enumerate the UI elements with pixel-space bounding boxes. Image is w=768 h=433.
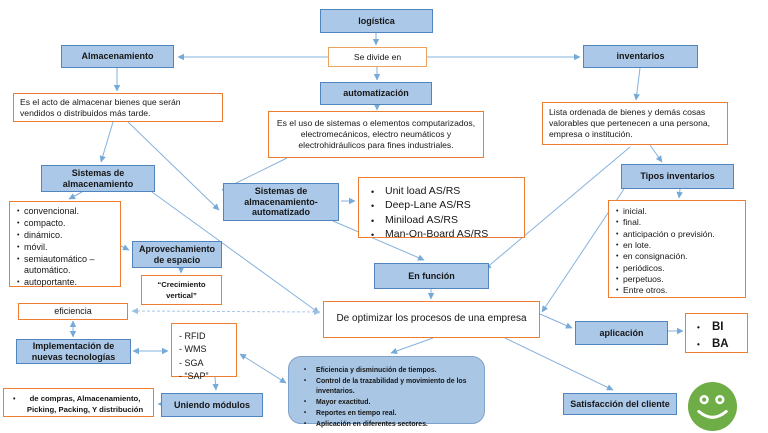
node-en-funcion: En función bbox=[374, 263, 489, 289]
node-almacenamiento: Almacenamiento bbox=[61, 45, 174, 68]
list-item: dinámico. bbox=[17, 230, 116, 242]
benefits-list: Eficiencia y disminución de tiempos.Cont… bbox=[288, 356, 485, 429]
list-item: compacto. bbox=[17, 218, 116, 230]
list-item: autoportante. bbox=[17, 277, 116, 289]
list-item: semiautomático – automático. bbox=[17, 254, 116, 278]
asrs-types-list: Unit load AS/RSDeep-Lane AS/RSMiniload A… bbox=[358, 177, 525, 242]
node-aplicacion: aplicación bbox=[575, 321, 668, 345]
modules-list: de compras, Almacenamiento, Picking, Pac… bbox=[3, 388, 154, 417]
list-item: en consignación. bbox=[616, 251, 741, 262]
smiley-icon bbox=[687, 381, 738, 432]
inventory-types-list: inicial.final.anticipación o previsión.e… bbox=[608, 200, 746, 298]
node-de-optimizar: De optimizar los procesos de una empresa bbox=[323, 301, 540, 338]
list-item: Unit load AS/RS bbox=[368, 184, 520, 199]
bi-ba-list: BIBA bbox=[685, 313, 748, 353]
list-item: Man-On-Board AS/RS bbox=[368, 227, 520, 242]
list-item: - SGA bbox=[179, 357, 204, 368]
list-item: de compras, Almacenamiento, Picking, Pac… bbox=[8, 393, 150, 415]
list-item: Aplicación en diferentes sectores. bbox=[301, 420, 476, 431]
list-item: en lote. bbox=[616, 240, 741, 251]
list-item: inicial. bbox=[616, 206, 741, 217]
list-item: Mayor exactitud. bbox=[301, 398, 476, 409]
definition-inventarios: Lista ordenada de bienes y demás cosas v… bbox=[542, 102, 728, 145]
list-item: - WMS bbox=[179, 344, 207, 355]
list-item: Entre otros. bbox=[616, 285, 741, 296]
node-sistemas-automatizado: Sistemas de almacenamiento- automatizado bbox=[223, 183, 339, 221]
technologies-list: - RFID - WMS - SGA - “SAP” bbox=[171, 323, 237, 381]
list-item: Eficiencia y disminución de tiempos. bbox=[301, 366, 476, 377]
list-item: Deep-Lane AS/RS bbox=[368, 198, 520, 213]
list-item: convencional. bbox=[17, 206, 116, 218]
node-logistica: logística bbox=[320, 9, 433, 33]
node-sistemas-almacenamiento: Sistemas de almacenamiento bbox=[41, 165, 155, 192]
list-item: Reportes en tiempo real. bbox=[301, 409, 476, 420]
node-crecimiento-vertical: “Crecimiento vertical” bbox=[141, 275, 222, 305]
list-item: Control de la trazabilidad y movimiento … bbox=[301, 377, 476, 398]
list-item: - RFID bbox=[179, 331, 206, 341]
node-automatizacion: automatización bbox=[320, 82, 432, 105]
node-inventarios: inventarios bbox=[583, 45, 698, 68]
list-item: móvil. bbox=[17, 242, 116, 254]
node-tipos-inventarios: Tipos inventarios bbox=[621, 164, 734, 189]
node-aprovechamiento-espacio: Aprovechamiento de espacio bbox=[132, 241, 222, 268]
definition-automatizacion: Es el uso de sistemas o elementos comput… bbox=[268, 111, 484, 158]
list-item: BA bbox=[695, 336, 743, 353]
node-uniendo-modulos: Uniendo módulos bbox=[161, 393, 263, 417]
node-se-divide-en: Se divide en bbox=[328, 47, 427, 67]
storage-types-list: convencional.compacto.dinámico.móvil.sem… bbox=[9, 201, 121, 287]
definition-almacenamiento: Es el acto de almacenar bienes que serán… bbox=[13, 93, 223, 122]
list-item: periódicos. bbox=[616, 263, 741, 274]
list-item: Miniload AS/RS bbox=[368, 213, 520, 228]
node-satisfaccion-cliente: Satisfacción del cliente bbox=[563, 393, 677, 415]
list-item: BI bbox=[695, 319, 743, 336]
list-item: perpetuos. bbox=[616, 274, 741, 285]
list-item: anticipación o previsión. bbox=[616, 229, 741, 240]
list-item: - “SAP” bbox=[179, 370, 209, 381]
list-item: final. bbox=[616, 217, 741, 228]
node-implementacion-tecnologias: Implementación de nuevas tecnologías bbox=[16, 339, 131, 364]
node-eficiencia: eficiencia bbox=[18, 303, 128, 320]
